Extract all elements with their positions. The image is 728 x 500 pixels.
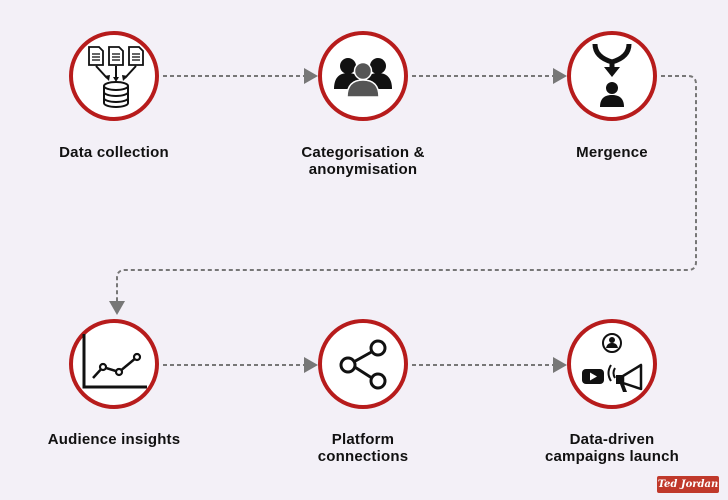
step-circle-campaigns-launch bbox=[567, 319, 657, 409]
step-label-mergence: Mergence bbox=[576, 144, 648, 161]
brand-badge: Ted Jordan bbox=[657, 476, 719, 493]
share-icon bbox=[339, 339, 387, 390]
step-label-data-collection: Data collection bbox=[59, 144, 169, 161]
user-circle-icon bbox=[602, 333, 622, 353]
step-label-categorisation: Categorisation & anonymisation bbox=[301, 144, 425, 178]
line-chart-icon bbox=[82, 334, 147, 389]
people-group-icon bbox=[334, 58, 392, 98]
merge-user-icon bbox=[592, 43, 632, 107]
step-label-campaigns-launch: Data-driven campaigns launch bbox=[544, 431, 680, 465]
step-label-platform-connections: Platform connections bbox=[317, 431, 409, 465]
step-label-audience-insights: Audience insights bbox=[47, 431, 181, 448]
step-circle-categorisation bbox=[318, 31, 408, 121]
step-circle-platform-connections bbox=[318, 319, 408, 409]
step-circle-audience-insights bbox=[69, 319, 159, 409]
video-play-icon bbox=[582, 369, 604, 384]
connector-3-4 bbox=[109, 75, 697, 315]
megaphone-video-icon bbox=[582, 333, 643, 392]
database-documents-icon bbox=[88, 46, 144, 108]
megaphone-icon bbox=[607, 363, 643, 392]
step-circle-mergence bbox=[567, 31, 657, 121]
step-circle-data-collection bbox=[69, 31, 159, 121]
